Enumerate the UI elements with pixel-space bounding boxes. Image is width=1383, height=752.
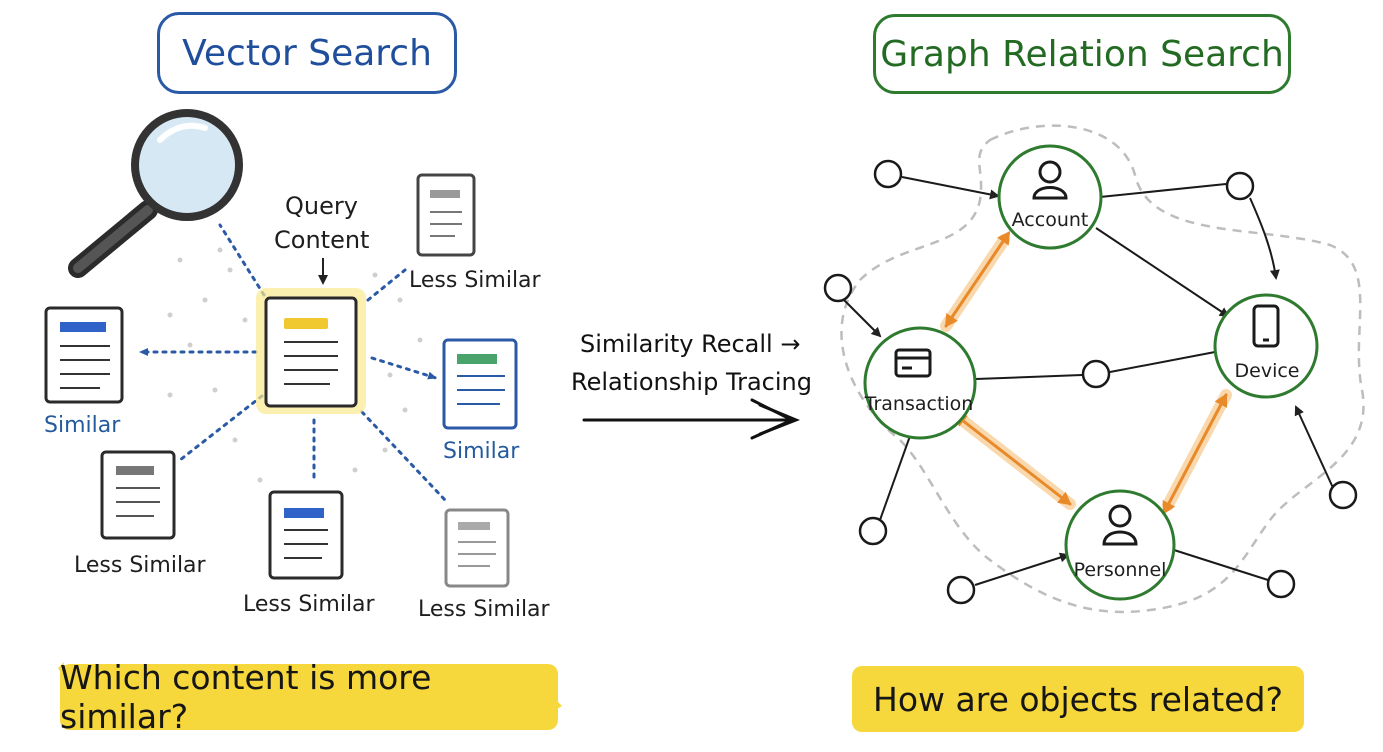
transition-label-line1: Similarity Recall → <box>580 330 801 358</box>
person-icon <box>1032 160 1068 200</box>
node-account <box>997 144 1103 250</box>
document-icon <box>416 173 476 257</box>
similarity-links <box>138 223 447 502</box>
graph-search-title: Graph Relation Search <box>873 14 1291 94</box>
person-icon <box>1102 504 1138 546</box>
relation-highlights <box>940 230 1232 515</box>
node-label-personnel: Personnel <box>1073 559 1167 581</box>
cluster-outline <box>840 124 1365 614</box>
similar-label: Similar <box>44 413 121 438</box>
node-transaction <box>863 326 977 440</box>
query-document-icon <box>256 288 366 414</box>
node-label-account: Account <box>1011 209 1089 231</box>
phone-icon <box>1252 304 1280 348</box>
transition-label-line2: Relationship Tracing <box>571 368 812 396</box>
node-device <box>1213 293 1319 399</box>
query-label-line1: Query <box>285 192 358 220</box>
document-icon <box>442 338 518 430</box>
similarity-field <box>167 247 423 483</box>
document-icon <box>444 508 510 588</box>
credit-card-icon <box>894 348 932 378</box>
less-similar-label: Less Similar <box>418 597 550 622</box>
document-icon <box>44 306 124 404</box>
transition-arrow <box>582 398 801 440</box>
graph-question-banner: How are objects related? <box>852 666 1304 732</box>
less-similar-label: Less Similar <box>74 553 206 578</box>
less-similar-label: Less Similar <box>243 592 375 617</box>
node-personnel <box>1064 489 1176 601</box>
similar-label: Similar <box>443 439 520 464</box>
vector-question-banner: Which content is more similar? <box>60 658 558 736</box>
graph-edges <box>843 176 1335 586</box>
small-nodes <box>823 159 1358 605</box>
magnifying-glass-icon <box>68 109 243 278</box>
vector-question: Which content is more similar? <box>60 658 432 736</box>
query-label-line2: Content <box>274 226 370 254</box>
less-similar-label: Less Similar <box>409 268 541 293</box>
document-icon <box>100 450 176 540</box>
document-icon <box>268 490 344 580</box>
node-label-transaction: Transaction <box>864 393 974 415</box>
graph-question: How are objects related? <box>873 679 1283 719</box>
node-label-device: Device <box>1234 360 1300 382</box>
vector-search-title: Vector Search <box>157 12 457 94</box>
